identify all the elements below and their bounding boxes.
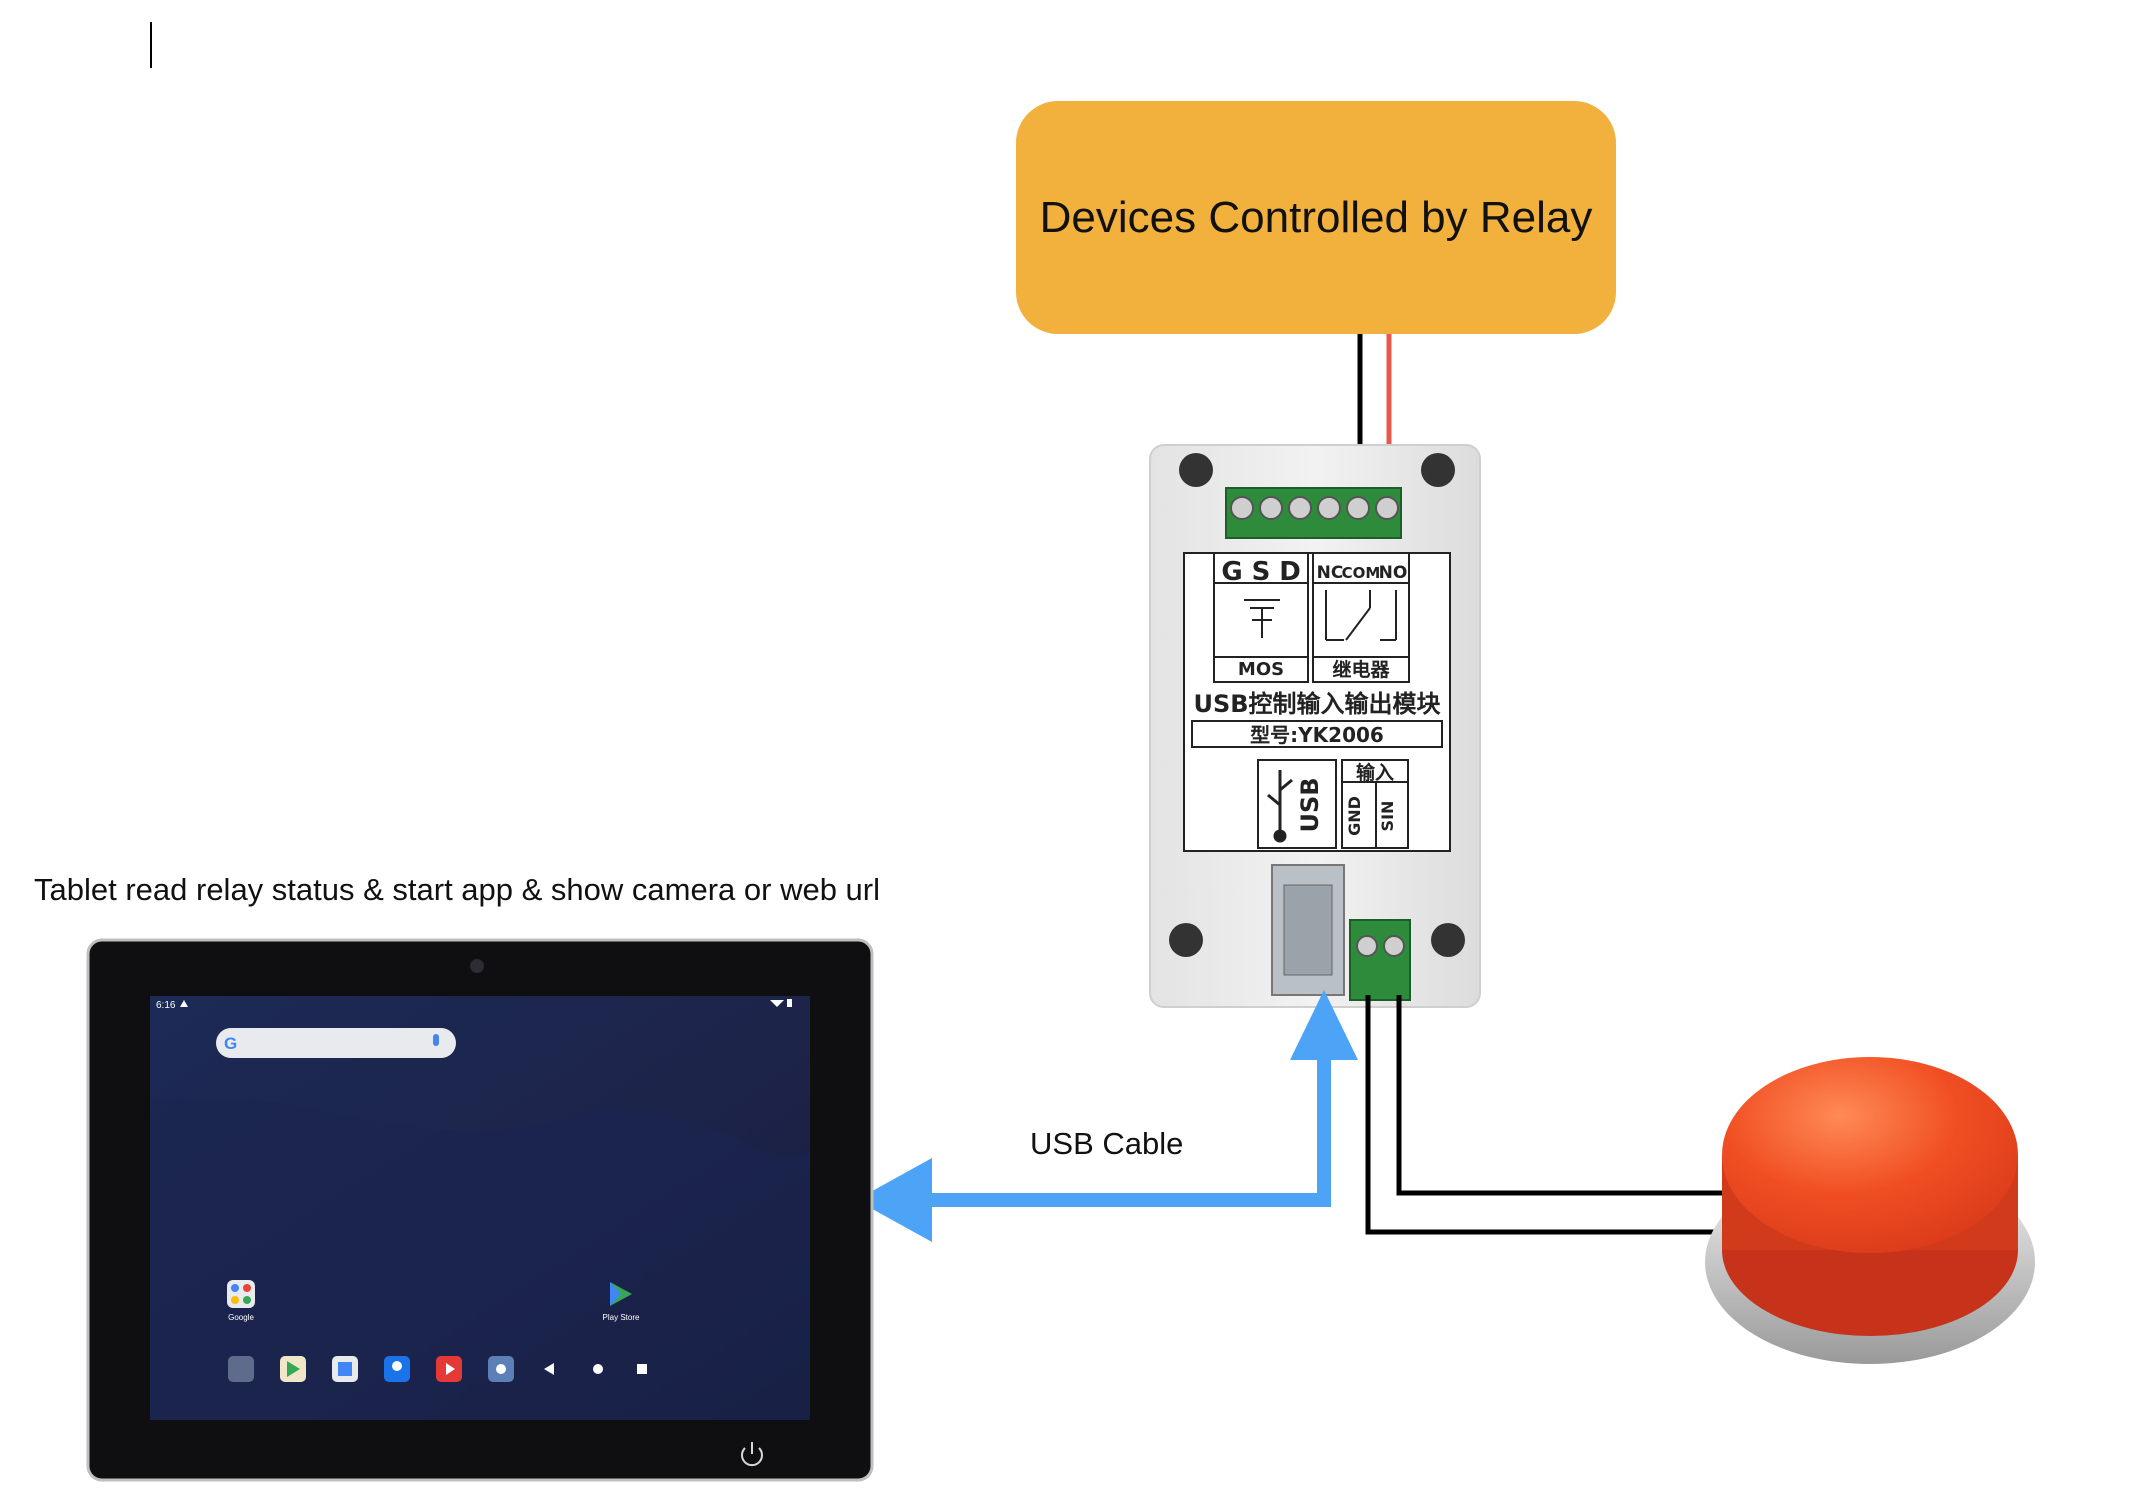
battery-icon [787,999,792,1007]
mos-pin-s: S [1252,557,1271,587]
home-icon[interactable] [593,1364,603,1374]
play-store-label: Play Store [603,1313,640,1322]
mos-symbol-icon [1244,599,1280,638]
wifi-icon [770,1000,784,1007]
mic-icon [433,1034,439,1046]
input-label: 输入 [1356,761,1394,784]
button-wire-sin [1396,995,1738,1196]
signal-icon [180,1000,188,1007]
usb-symbol-icon [1267,770,1293,843]
module-title: USB控制输入输出模块 [1193,690,1440,718]
power-icon[interactable] [741,1442,763,1467]
usb-caption: USB Cable [1030,1126,1184,1161]
usb-cable-line [930,1038,1331,1207]
push-button [1705,1057,2035,1364]
relay-pin-no: NO [1379,563,1408,583]
top-terminal-block [1225,487,1402,539]
front-camera [470,959,484,973]
search-bar[interactable] [216,1028,456,1058]
back-icon[interactable] [544,1363,554,1375]
google-folder-icon[interactable] [227,1280,255,1308]
module-model: 型号:YK2006 [1250,723,1384,747]
relay-pin-com: COM [1342,564,1381,582]
dock [228,1356,647,1382]
relay-symbol-icon [1325,590,1397,641]
status-time: 6:16 [156,1000,176,1011]
settings-icon[interactable] [228,1356,254,1382]
mos-pin-g: G [1221,557,1242,587]
usb-port-label: USB [1296,777,1324,832]
devices-box: Devices Controlled by Relay [1016,101,1616,334]
tablet-caption: Tablet read relay status & start app & s… [34,872,881,907]
input-pin-sin: SIN [1378,801,1397,832]
relay-label: 继电器 [1332,658,1390,681]
text-cursor [150,22,152,68]
google-folder-label: Google [228,1313,254,1322]
mos-pin-d: D [1279,557,1301,587]
devices-label: Devices Controlled by Relay [1039,192,1593,242]
relay-pin-nc: NC [1317,563,1344,583]
google-g-icon: G [224,1034,237,1053]
play-store-desktop-icon[interactable] [610,1282,632,1306]
input-terminal-block [1349,919,1411,1001]
mos-label: MOS [1238,659,1284,680]
button-wire-gnd [1365,995,1738,1235]
input-pin-gnd: GND [1345,796,1364,836]
usb-arrow-head-tablet [856,1158,932,1242]
recents-icon[interactable] [637,1364,647,1374]
relay-module: G S D NC COM NO MOS 继电器 USB控制输入输出模块 型号:Y… [1149,444,1481,1008]
tablet: 6:16 G Google Play Store [86,938,874,1482]
usb-arrow-head-module [1290,990,1358,1060]
